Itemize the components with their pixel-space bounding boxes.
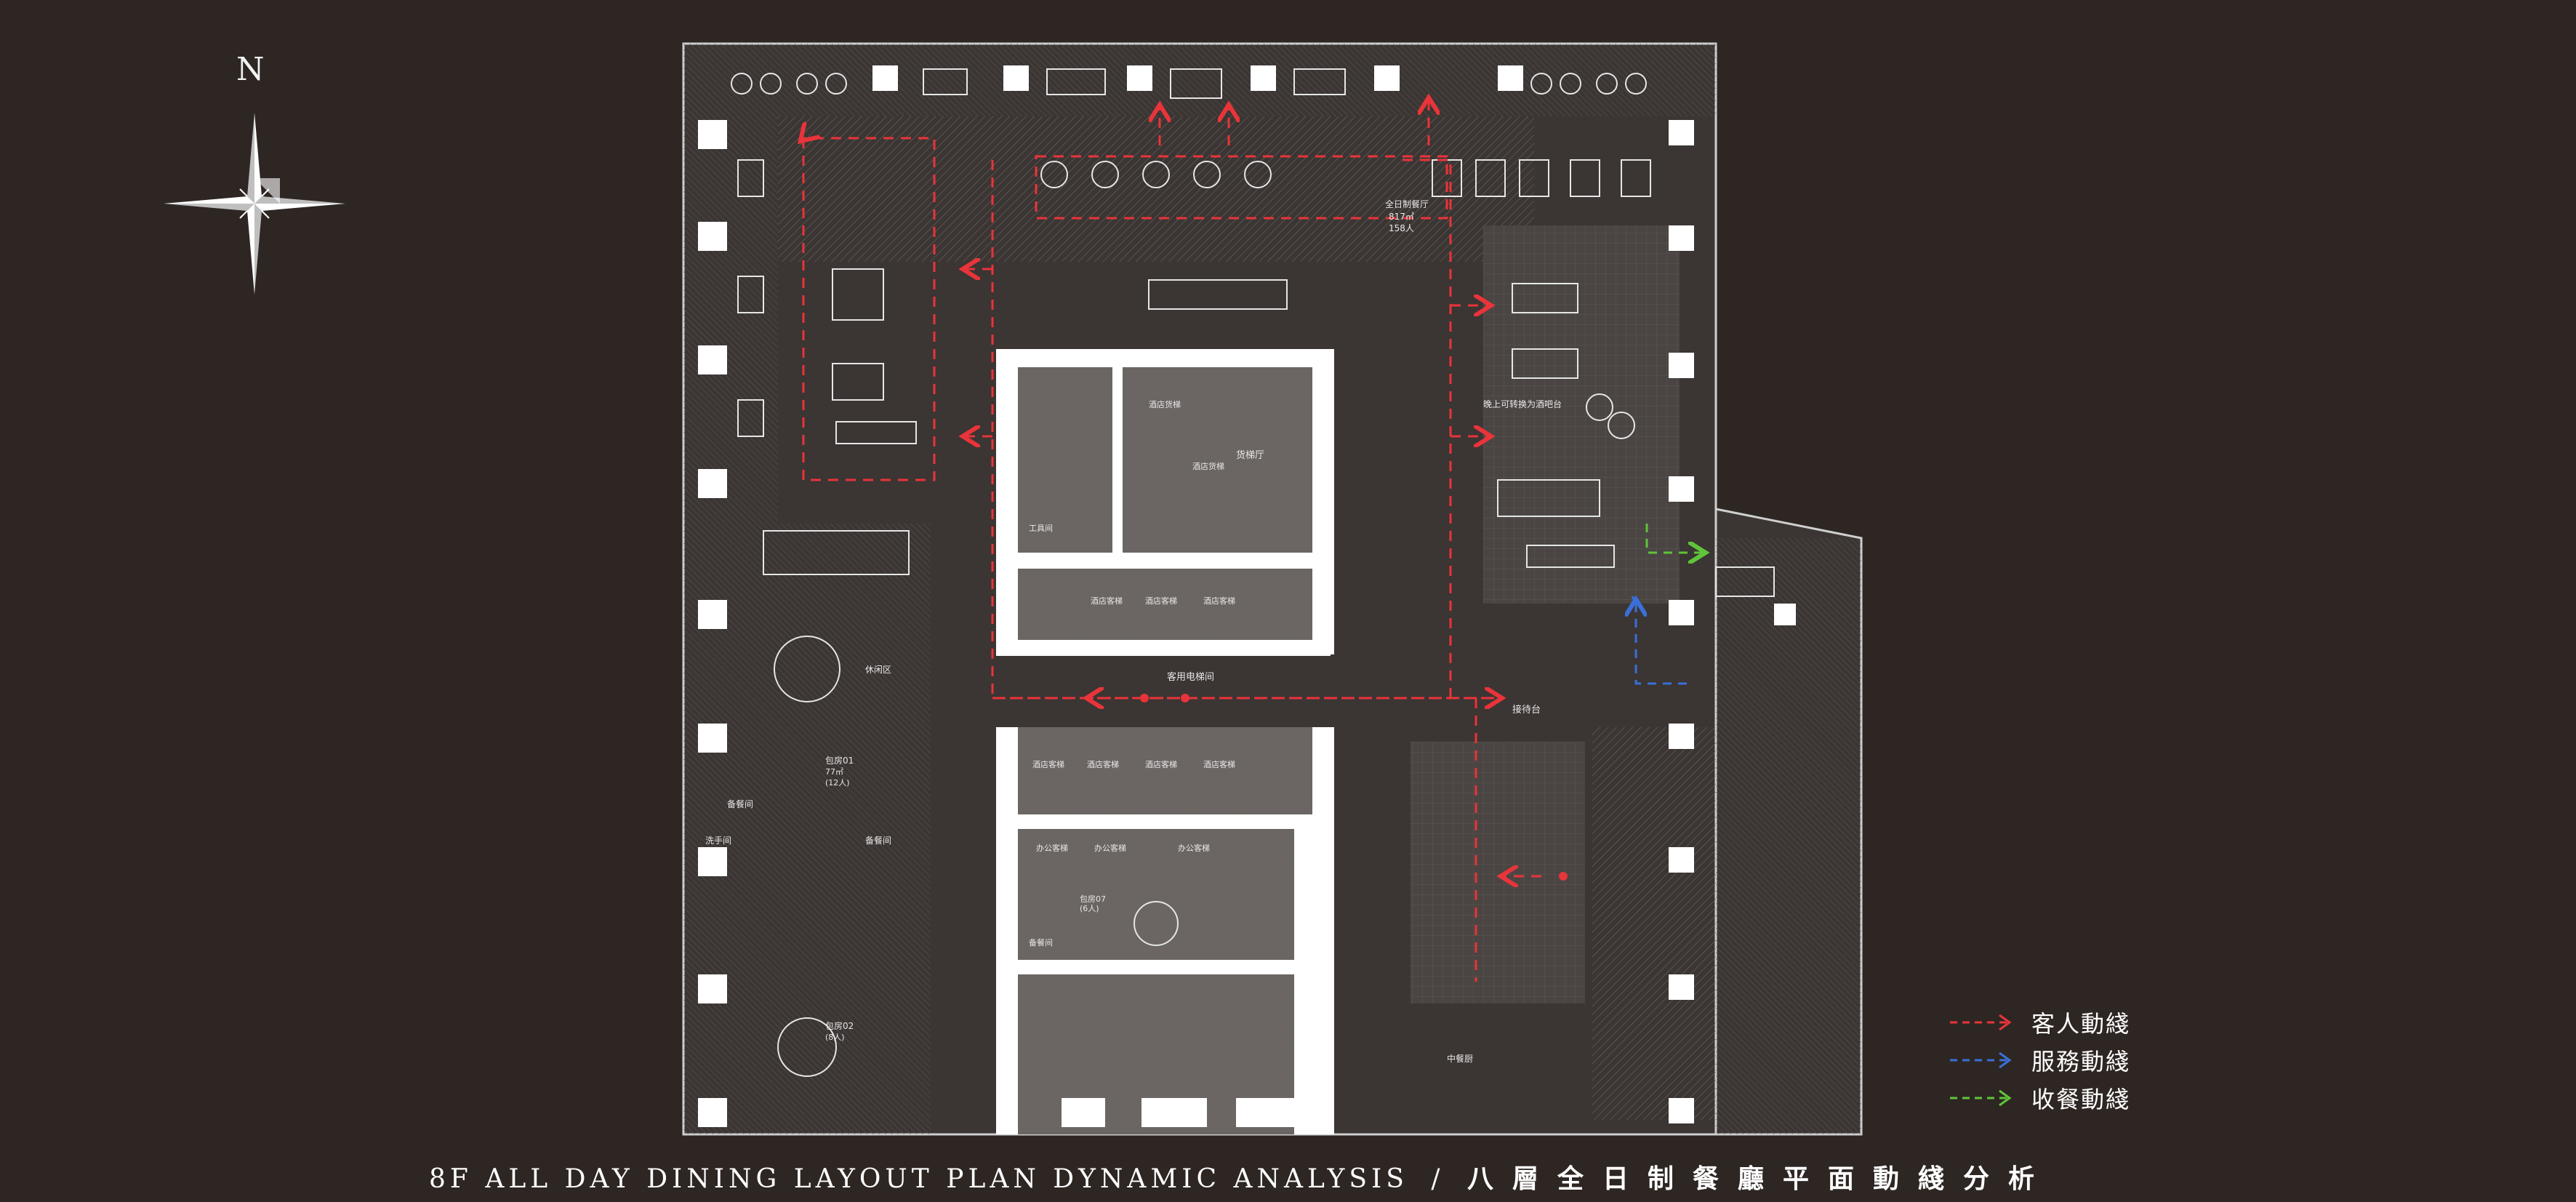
label-bar-note: 晚上可转换为酒吧台 <box>1483 398 1562 409</box>
label-hotel-guest-7: 酒店客梯 <box>1203 596 1235 606</box>
label-guest-elevator-hall: 客用电梯间 <box>1167 671 1214 683</box>
blue-dashed-arrow-icon <box>1950 1051 2012 1069</box>
label-hotel-guest-6: 酒店客梯 <box>1145 596 1177 606</box>
red-dashed-arrow-icon <box>1950 1014 2012 1031</box>
label-hotel-guest-2: 酒店客梯 <box>1087 759 1119 769</box>
label-chinese-kitchen: 中餐厨 <box>1447 1053 1473 1064</box>
label-service-1: 备餐间 <box>865 835 891 846</box>
label-rest-area: 休闲区 <box>865 665 891 675</box>
label-hotel-freight-1: 酒店货梯 <box>1149 399 1181 409</box>
label-office-2: 办公客梯 <box>1094 843 1126 853</box>
label-reception: 接待台 <box>1512 704 1541 716</box>
floor-plan-drawing: 全日制餐厅 817㎡ 158人 客用电梯间 货梯厅 酒店货梯 酒店货梯 晚上可转… <box>682 42 1863 1136</box>
plan-title-chinese: 八層全日制餐廳平面動綫分析 <box>1466 1164 2053 1194</box>
label-hotel-guest-4: 酒店客梯 <box>1203 759 1235 769</box>
label-dining-seats: 158人 <box>1389 223 1414 233</box>
green-dashed-arrow-icon <box>1950 1089 2012 1107</box>
legend-item-clearing: 收餐動綫 <box>1949 1079 2130 1117</box>
label-office-1: 办公客梯 <box>1036 843 1068 853</box>
label-washroom: 洗手间 <box>705 836 731 846</box>
plan-title-separator: / <box>1431 1164 1445 1194</box>
legend-label-service: 服務動綫 <box>2031 1048 2131 1075</box>
compass-rose-icon <box>164 113 345 295</box>
compass-north-label: N <box>236 51 265 88</box>
label-tool-room: 工具间 <box>1029 524 1053 533</box>
label-dining-hall: 全日制餐厅 <box>1385 199 1429 209</box>
label-private-room-7-seats: (6人) <box>1080 904 1099 913</box>
label-service-2: 备餐间 <box>1029 937 1053 947</box>
label-private-room-1-area: 77㎡ <box>825 767 843 777</box>
label-private-room-2-seats: (8人) <box>825 1033 845 1042</box>
label-hotel-guest-3: 酒店客梯 <box>1145 759 1177 769</box>
plan-title-english: 8F ALL DAY DINING LAYOUT PLAN DYNAMIC AN… <box>429 1164 1408 1194</box>
legend-item-service: 服務動綫 <box>1949 1041 2130 1079</box>
label-freight-hall: 货梯厅 <box>1236 449 1264 461</box>
label-private-room-1-seats: (12人) <box>825 778 850 788</box>
label-hotel-freight-2: 酒店货梯 <box>1192 461 1224 471</box>
legend-label-clearing: 收餐動綫 <box>2031 1086 2131 1113</box>
legend-item-guest: 客人動綫 <box>1949 1003 2130 1041</box>
label-dining-area: 817㎡ <box>1389 212 1414 222</box>
circulation-legend: 客人動綫 服務動綫 收餐動綫 <box>1949 1003 2130 1117</box>
plan-title: 8F ALL DAY DINING LAYOUT PLAN DYNAMIC AN… <box>429 1158 2053 1195</box>
label-hotel-guest-1: 酒店客梯 <box>1032 759 1064 769</box>
label-private-room-7: 包房07 <box>1080 894 1106 904</box>
label-private-room-2: 包房02 <box>825 1020 854 1031</box>
label-private-room-1: 包房01 <box>825 755 854 766</box>
label-office-3: 办公客梯 <box>1178 843 1210 853</box>
label-service-3: 备餐间 <box>727 798 753 809</box>
label-hotel-guest-5: 酒店客梯 <box>1091 596 1123 606</box>
legend-label-guest: 客人動綫 <box>2031 1010 2131 1038</box>
